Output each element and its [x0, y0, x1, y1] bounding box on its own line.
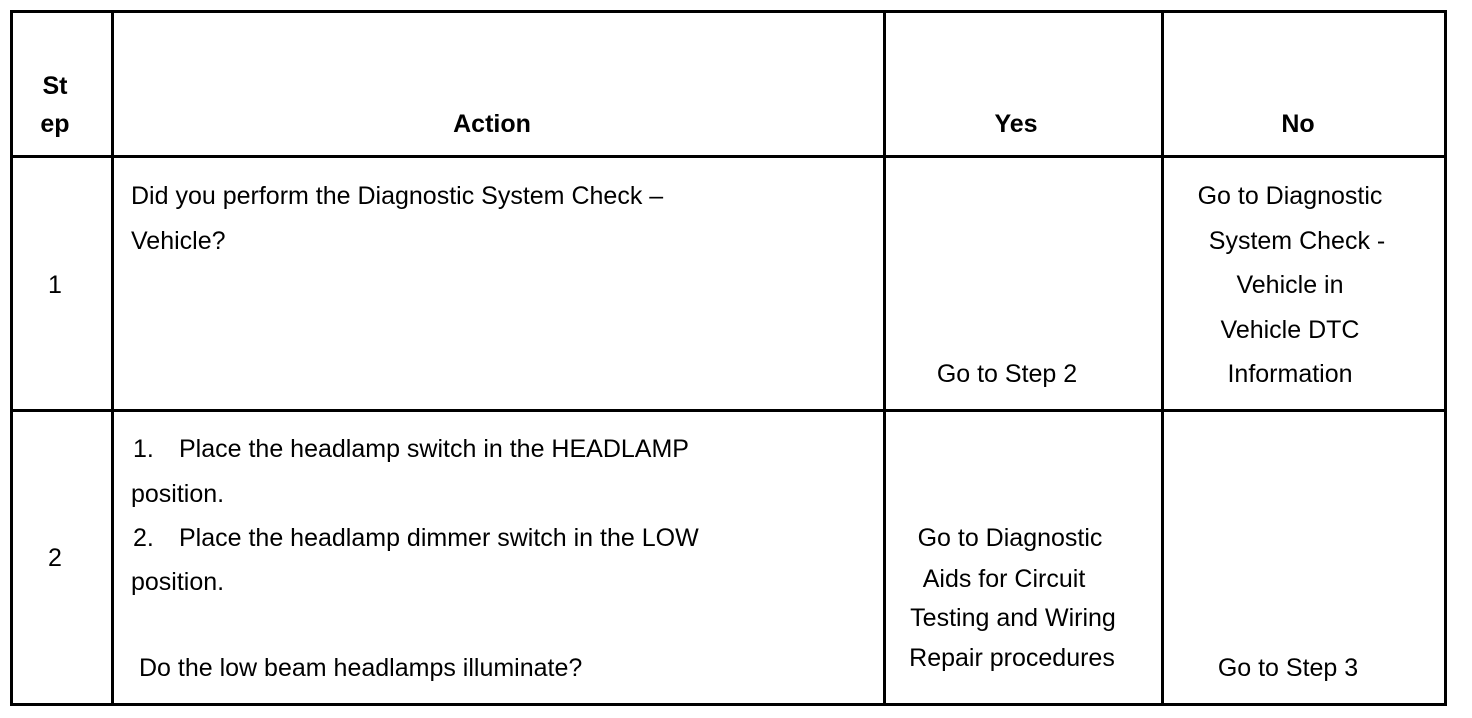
table-border-top — [10, 10, 1447, 13]
table-border-right — [1444, 10, 1447, 706]
header-no: No — [1281, 110, 1315, 138]
row2-action-question: Do the low beam headlamps illuminate? — [139, 654, 583, 682]
column-divider-yes — [1161, 10, 1164, 706]
row2-item1-line2: position. — [131, 480, 225, 508]
row2-item2-number: 2. — [133, 524, 154, 552]
row2-item2-line2: position. — [131, 568, 225, 596]
row2-step-number: 2 — [48, 544, 62, 572]
row1-no-line5: Information — [1227, 360, 1353, 388]
header-step-line2: ep — [40, 110, 70, 138]
header-action: Action — [453, 110, 531, 138]
row2-yes-line2: Aids for Circuit — [922, 565, 1086, 593]
row2-item2-line1: Place the headlamp dimmer switch in the … — [179, 524, 699, 552]
row2-yes-line4: Repair procedures — [909, 644, 1115, 672]
table-border-left — [10, 10, 13, 706]
row2-item1-line1: Place the headlamp switch in the HEADLAM… — [179, 435, 689, 463]
column-divider-step — [111, 10, 114, 706]
row2-yes-line3: Testing and Wiring — [910, 604, 1116, 632]
table-border-bottom — [10, 703, 1447, 706]
row1-action-line1: Did you perform the Diagnostic System Ch… — [131, 182, 664, 210]
row1-no-line2: System Check - — [1208, 227, 1386, 255]
row1-action-line2: Vehicle? — [131, 227, 226, 255]
header-bottom-border — [10, 155, 1447, 158]
row2-yes-line1: Go to Diagnostic — [917, 524, 1103, 552]
header-yes: Yes — [994, 110, 1038, 138]
row1-step-number: 1 — [48, 271, 62, 299]
row1-bottom-border — [10, 409, 1447, 412]
row1-no-line4: Vehicle DTC — [1220, 316, 1360, 344]
row2-no-text: Go to Step 3 — [1217, 654, 1359, 682]
row1-yes-text: Go to Step 2 — [936, 360, 1078, 388]
row1-no-line3: Vehicle in — [1236, 271, 1344, 299]
row2-item1-number: 1. — [133, 435, 154, 463]
header-step-line1: St — [42, 72, 68, 100]
column-divider-action — [883, 10, 886, 706]
row1-no-line1: Go to Diagnostic — [1197, 182, 1383, 210]
